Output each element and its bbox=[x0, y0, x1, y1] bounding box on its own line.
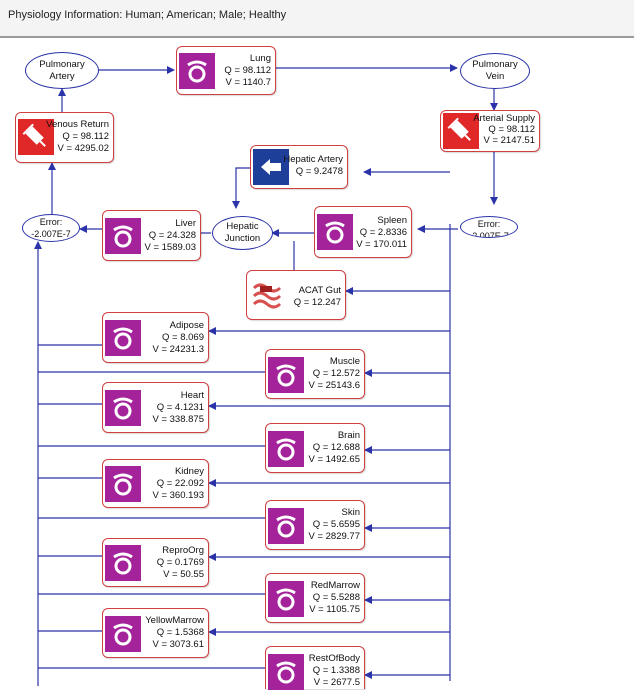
yellowmarrow-v: V = 3073.61 bbox=[152, 639, 204, 650]
lung-v: V = 1140.7 bbox=[225, 77, 271, 88]
compartment-arterial-supply[interactable]: Arterial Supply Q = 98.112 V = 2147.51 bbox=[440, 110, 540, 152]
organ-icon bbox=[179, 53, 215, 89]
pulmonary-vein-node[interactable]: Pulmonary Vein bbox=[460, 53, 530, 89]
redmarrow-label: RedMarrow bbox=[310, 580, 360, 591]
organ-icon bbox=[105, 218, 141, 254]
window-header: Physiology Information: Human; American;… bbox=[0, 0, 634, 38]
compartment-kidney[interactable]: Kidney Q = 22.092 V = 360.193 bbox=[102, 459, 209, 508]
kidney-v: V = 360.193 bbox=[152, 490, 204, 501]
compartment-spleen[interactable]: Spleen Q = 2.8336 V = 170.011 bbox=[314, 206, 412, 258]
kidney-label: Kidney bbox=[174, 466, 204, 477]
syringe-icon bbox=[443, 113, 479, 149]
brain-v: V = 1492.65 bbox=[308, 454, 360, 465]
organ-icon bbox=[105, 545, 141, 581]
venous-return-label: Venous Return bbox=[46, 119, 109, 130]
hepatic-artery-q: Q = 9.2478 bbox=[295, 166, 343, 177]
hepatic-junction-label: Hepatic Junction bbox=[224, 221, 261, 244]
compartment-reproorg[interactable]: ReproOrg Q = 0.1769 V = 50.55 bbox=[102, 538, 209, 587]
heart-label: Heart bbox=[180, 390, 204, 401]
arterial-supply-q: Q = 98.112 bbox=[488, 124, 535, 135]
compartment-hepatic-artery[interactable]: Hepatic Artery Q = 9.2478 bbox=[250, 145, 348, 189]
organ-icon bbox=[268, 581, 304, 617]
spleen-v: V = 170.011 bbox=[356, 239, 407, 250]
compartment-adipose[interactable]: Adipose Q = 8.069 V = 24231.3 bbox=[102, 312, 209, 363]
restofbody-label: RestOfBody bbox=[308, 653, 360, 664]
restofbody-q: Q = 1.3388 bbox=[312, 665, 360, 676]
liver-label: Liver bbox=[175, 218, 196, 229]
compartment-restofbody[interactable]: RestOfBody Q = 1.3388 V = 2677.5 bbox=[265, 646, 365, 690]
spleen-q: Q = 2.8336 bbox=[359, 227, 407, 238]
muscle-label: Muscle bbox=[329, 356, 360, 367]
skin-label: Skin bbox=[341, 507, 360, 518]
compartment-lung[interactable]: Lung Q = 98.112 V = 1140.7 bbox=[176, 46, 276, 95]
organ-icon bbox=[105, 390, 141, 426]
organ-icon bbox=[105, 320, 141, 356]
arterial-supply-v: V = 2147.51 bbox=[483, 135, 535, 146]
brain-q: Q = 12.688 bbox=[312, 442, 360, 453]
venous-return-q: Q = 98.112 bbox=[62, 131, 109, 142]
liver-q: Q = 24.328 bbox=[148, 230, 196, 241]
organ-icon bbox=[105, 616, 141, 652]
compartment-liver[interactable]: Liver Q = 24.328 V = 1589.03 bbox=[102, 210, 201, 261]
error-left-label: Error: -2.007E-7 bbox=[31, 217, 71, 239]
redmarrow-q: Q = 5.5288 bbox=[312, 592, 360, 603]
compartment-brain[interactable]: Brain Q = 12.688 V = 1492.65 bbox=[265, 423, 365, 473]
skin-q: Q = 5.6595 bbox=[312, 519, 360, 530]
compartment-venous-return[interactable]: Venous Return Q = 98.112 V = 4295.02 bbox=[15, 112, 114, 163]
heart-v: V = 338.875 bbox=[152, 414, 204, 425]
organ-icon bbox=[105, 466, 141, 502]
arterial-supply-label: Arterial Supply bbox=[473, 113, 535, 124]
organ-icon bbox=[317, 214, 353, 250]
heart-q: Q = 4.1231 bbox=[156, 402, 204, 413]
compartment-heart[interactable]: Heart Q = 4.1231 V = 338.875 bbox=[102, 382, 209, 433]
muscle-v: V = 25143.6 bbox=[308, 380, 360, 391]
lung-label: Lung bbox=[249, 53, 271, 64]
muscle-q: Q = 12.572 bbox=[312, 368, 360, 379]
liver-v: V = 1589.03 bbox=[144, 242, 196, 253]
compartment-muscle[interactable]: Muscle Q = 12.572 V = 25143.6 bbox=[265, 349, 365, 399]
organ-icon bbox=[268, 654, 304, 690]
compartment-skin[interactable]: Skin Q = 5.6595 V = 2829.77 bbox=[265, 500, 365, 550]
pulmonary-vein-label: Pulmonary Vein bbox=[472, 59, 518, 82]
adipose-q: Q = 8.069 bbox=[162, 332, 204, 343]
error-right-node[interactable]: Error: -2.007E-7 bbox=[460, 216, 518, 238]
acat-gut-label: ACAT Gut bbox=[298, 285, 341, 296]
compartment-redmarrow[interactable]: RedMarrow Q = 5.5288 V = 1105.75 bbox=[265, 573, 365, 623]
kidney-q: Q = 22.092 bbox=[156, 478, 204, 489]
yellowmarrow-label: YellowMarrow bbox=[145, 615, 204, 626]
reproorg-v: V = 50.55 bbox=[163, 569, 204, 580]
adipose-label: Adipose bbox=[169, 320, 204, 331]
physiology-info-title: Physiology Information: Human; American;… bbox=[8, 9, 287, 21]
error-left-node[interactable]: Error: -2.007E-7 bbox=[22, 214, 80, 242]
restofbody-v: V = 2677.5 bbox=[313, 677, 360, 688]
organ-icon bbox=[268, 508, 304, 544]
syringe-icon bbox=[18, 119, 54, 155]
hepatic-junction-node[interactable]: Hepatic Junction bbox=[212, 216, 273, 250]
reproorg-q: Q = 0.1769 bbox=[156, 557, 204, 568]
brain-label: Brain bbox=[337, 430, 360, 441]
hepatic-artery-label: Hepatic Artery bbox=[283, 154, 343, 165]
error-right-label: Error: -2.007E-7 bbox=[469, 219, 509, 238]
pulmonary-artery-label: Pulmonary Artery bbox=[39, 58, 85, 82]
intestine-icon bbox=[249, 277, 285, 313]
reproorg-label: ReproOrg bbox=[162, 545, 204, 556]
compartment-yellowmarrow[interactable]: YellowMarrow Q = 1.5368 V = 3073.61 bbox=[102, 608, 209, 658]
pulmonary-artery-node[interactable]: Pulmonary Artery bbox=[25, 52, 99, 89]
venous-return-v: V = 4295.02 bbox=[57, 143, 109, 154]
adipose-v: V = 24231.3 bbox=[152, 344, 204, 355]
yellowmarrow-q: Q = 1.5368 bbox=[156, 627, 204, 638]
arrow-left-icon bbox=[253, 149, 289, 185]
skin-v: V = 2829.77 bbox=[308, 531, 360, 542]
redmarrow-v: V = 1105.75 bbox=[309, 604, 360, 615]
lung-q: Q = 98.112 bbox=[224, 65, 271, 76]
organ-icon bbox=[268, 357, 304, 393]
spleen-label: Spleen bbox=[377, 215, 407, 226]
acat-gut-q: Q = 12.247 bbox=[293, 297, 341, 308]
organ-icon bbox=[268, 431, 304, 467]
compartment-acat-gut[interactable]: ACAT Gut Q = 12.247 bbox=[246, 270, 346, 320]
